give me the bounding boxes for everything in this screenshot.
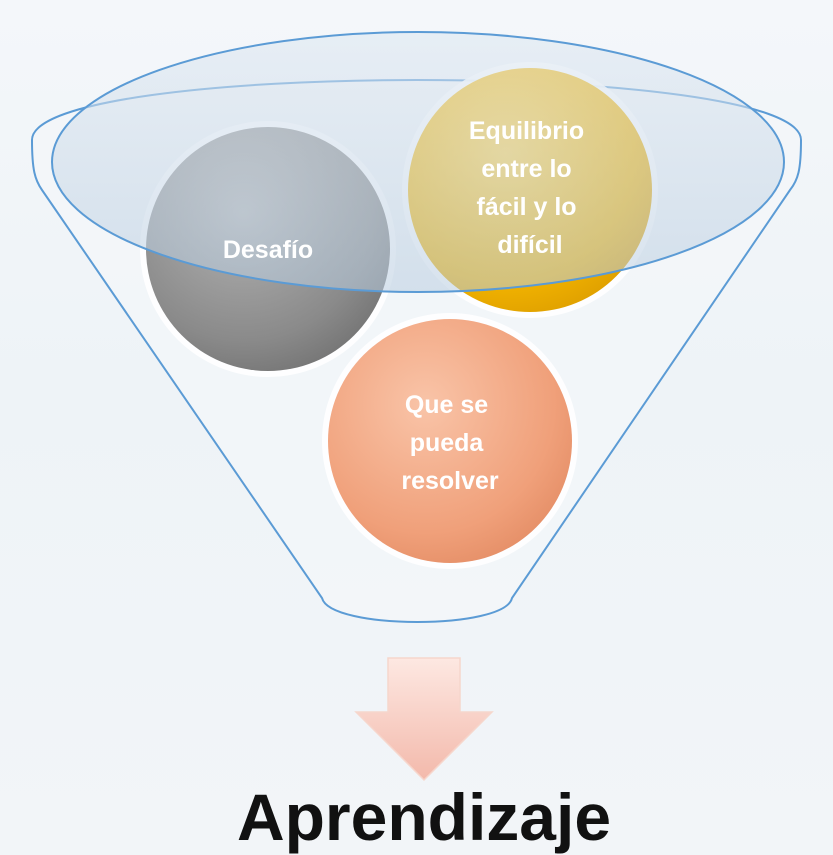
result-label: Aprendizaje [237, 780, 611, 854]
funnel-rim [51, 31, 785, 293]
bubble-label-equilibrio: Equilibrio entre lo fácil y lo difícil [469, 117, 591, 259]
bubble-resolver [322, 313, 578, 569]
bubble-label-desafio: Desafío [223, 236, 313, 264]
bubble-label-resolver: Que se pueda resolver [401, 391, 499, 495]
down-arrow-icon [354, 657, 494, 782]
